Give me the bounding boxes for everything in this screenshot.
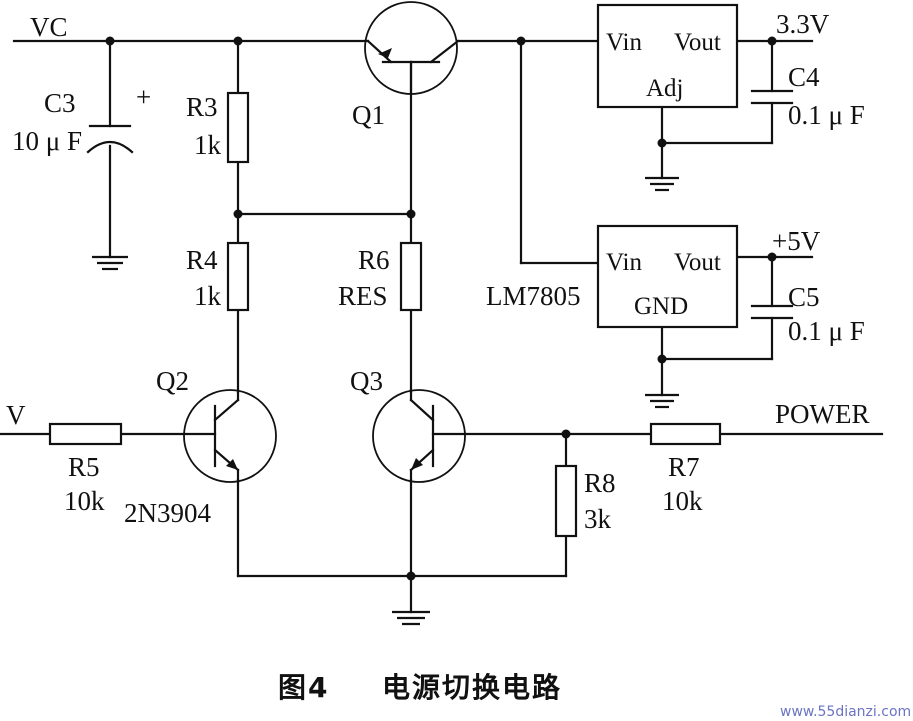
c3-value-label: 10 μ F [12,126,82,156]
r3-ref-label: R3 [186,92,218,122]
ground-reg-bottom-icon [645,393,679,409]
net-label-power: POWER [775,399,870,429]
q2-part-label: 2N3904 [124,498,211,528]
resistor-r3 [226,91,250,164]
c4-value-label: 0.1 μ F [788,100,865,130]
r6-value-label: RES [338,281,388,311]
r8-ref-label: R8 [584,468,616,498]
transistor-q1 [364,1,460,95]
regulator-top-box [596,3,739,109]
reg-bottom-vout-label: Vout [674,249,721,276]
r5-ref-label: R5 [68,452,100,482]
r4-ref-label: R4 [186,245,218,275]
junction-dots [105,36,777,581]
transistor-q3 [372,388,467,484]
r4-value-label: 1k [194,281,222,311]
r3-value-label: 1k [194,130,222,160]
ground-main-icon [392,610,430,626]
transistor-q2 [182,388,277,484]
r8-value-label: 3k [584,504,612,534]
resistor-r5 [48,422,123,446]
c3-polarity-label: + [136,82,151,112]
net-label-5v: +5V [772,226,821,256]
resistor-r6 [399,241,423,312]
capacitor-c4 [750,89,794,105]
reg-top-adj-label: Adj [646,75,684,102]
r5-value-label: 10k [64,486,105,516]
net-label-v: V [6,400,26,430]
r6-ref-label: R6 [358,245,390,275]
c5-ref-label: C5 [788,282,820,312]
q2-ref-label: Q2 [156,366,189,396]
reg-bottom-part-label: LM7805 [486,281,581,311]
regulator-lm7805-box [596,224,739,329]
r7-value-label: 10k [662,486,703,516]
c4-ref-label: C4 [788,62,820,92]
ground-reg-top-icon [645,176,679,192]
figure-title: 电源切换电路 [382,671,562,704]
figure-number: 图4 [278,671,329,704]
q3-ref-label: Q3 [350,366,383,396]
resistor-r4 [226,241,250,312]
q1-ref-label: Q1 [352,100,385,130]
reg-top-vout-label: Vout [674,29,721,56]
c3-ref-label: C3 [44,88,76,118]
c5-value-label: 0.1 μ F [788,316,865,346]
reg-bottom-vin-label: Vin [606,249,642,276]
resistor-r7 [649,422,722,446]
capacitor-c5 [750,304,794,320]
ground-c3-icon [92,255,128,271]
resistor-r8 [554,464,578,538]
r7-ref-label: R7 [668,452,700,482]
watermark-text: www.55dianzi.com [780,704,911,720]
net-label-3v3: 3.3V [776,9,830,39]
net-label-vc: VC [30,12,68,42]
reg-top-vin-label: Vin [606,29,642,56]
reg-bottom-gnd-label: GND [634,293,688,320]
capacitor-c3 [86,124,134,154]
